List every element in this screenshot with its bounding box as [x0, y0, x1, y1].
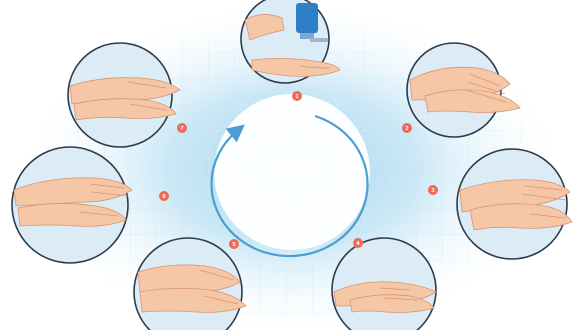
step-5-number: 5 — [232, 242, 236, 248]
step-1-number: 1 — [295, 94, 299, 100]
step-3-number: 3 — [431, 188, 435, 194]
step-2-number: 2 — [405, 126, 409, 132]
center-disc — [214, 94, 370, 250]
step-6-number: 6 — [162, 194, 166, 200]
step-7-number: 7 — [180, 126, 184, 132]
step-4-number: 4 — [356, 241, 360, 247]
step-4-illustration — [332, 238, 436, 330]
